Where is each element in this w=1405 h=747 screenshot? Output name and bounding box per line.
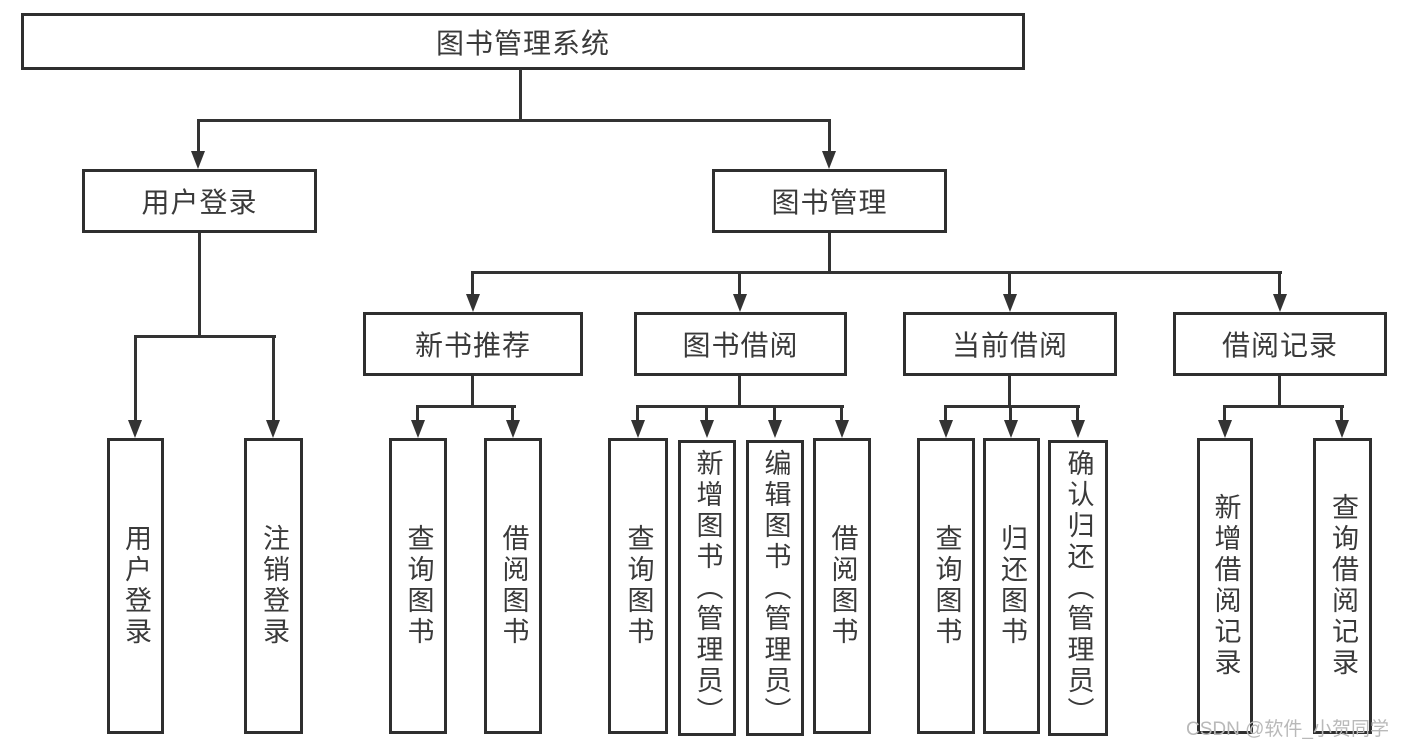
arrow-down-icon xyxy=(191,151,205,169)
arrow-down-icon xyxy=(1335,420,1349,438)
connector-g2-hline xyxy=(636,405,844,408)
node-label: 图书管理 xyxy=(771,187,888,218)
arrow-down-icon xyxy=(1004,420,1018,438)
node-label: 图书借阅 xyxy=(682,330,799,361)
connector-g2-vline xyxy=(738,376,741,407)
connector-stem-book-mgmt xyxy=(828,119,831,153)
connector-g2-stem3 xyxy=(773,405,776,422)
leaf-cb-query-books: 查询图书 xyxy=(917,438,975,734)
arrow-down-icon xyxy=(266,420,280,438)
node-book-borrow: 图书借阅 xyxy=(634,312,847,376)
connector-bookmgmt-vline xyxy=(828,233,831,274)
leaf-cb-confirm-return-admin: 确认归还（管理员） xyxy=(1048,440,1108,736)
arrow-down-icon xyxy=(631,420,645,438)
leaf-label: 归还图书 xyxy=(997,524,1027,648)
node-label: 图书管理系统 xyxy=(435,27,610,59)
connector-g1-vline xyxy=(471,376,474,407)
arrow-down-icon xyxy=(768,420,782,438)
leaf-br-add-record: 新增借阅记录 xyxy=(1197,438,1253,734)
node-new-book-rec: 新书推荐 xyxy=(363,312,583,376)
arrow-down-icon xyxy=(466,294,480,312)
node-borrow-records: 借阅记录 xyxy=(1173,312,1387,376)
connector-g2-stem2 xyxy=(705,405,708,422)
connector-g2-stem1 xyxy=(636,405,639,422)
connector-g1-hline xyxy=(416,405,516,408)
connector-g1-stem2 xyxy=(511,405,514,422)
leaf-label: 注销登录 xyxy=(259,524,289,648)
connector-stem-leaf-login xyxy=(134,335,137,421)
leaf-label: 借阅图书 xyxy=(827,524,858,648)
arrow-down-icon xyxy=(822,151,836,169)
arrow-down-icon xyxy=(128,420,142,438)
connector-stem-user-login xyxy=(197,119,200,153)
connector-stem-current-borrow xyxy=(1008,271,1011,297)
connector-root-hline xyxy=(197,119,831,122)
arrow-down-icon xyxy=(700,420,714,438)
leaf-label: 新增图书（管理员） xyxy=(692,448,723,728)
connector-bookmgmt-hline xyxy=(472,271,1282,274)
connector-g4-stem2 xyxy=(1340,405,1343,422)
connector-g3-hline xyxy=(944,405,1080,408)
node-root: 图书管理系统 xyxy=(21,13,1025,70)
node-label: 借阅记录 xyxy=(1221,330,1338,361)
connector-g3-vline xyxy=(1008,376,1011,407)
leaf-logout: 注销登录 xyxy=(244,438,303,734)
connector-stem-new-rec xyxy=(471,271,474,297)
leaf-label: 查询图书 xyxy=(623,524,654,648)
arrow-down-icon xyxy=(835,420,849,438)
connector-root-vline xyxy=(519,69,522,121)
arrow-down-icon xyxy=(506,420,520,438)
leaf-label: 确认归还（管理员） xyxy=(1063,448,1094,728)
connector-userlogin-vline xyxy=(198,233,201,338)
leaf-bb-query-books: 查询图书 xyxy=(608,438,668,734)
connector-g4-stem1 xyxy=(1223,405,1226,422)
arrow-down-icon xyxy=(939,420,953,438)
node-label: 新书推荐 xyxy=(414,330,531,361)
connector-g3-stem3 xyxy=(1076,405,1079,422)
leaf-label: 查询图书 xyxy=(931,524,962,648)
connector-stem-book-borrow xyxy=(738,271,741,297)
leaf-bb-add-books-admin: 新增图书（管理员） xyxy=(678,440,736,736)
leaf-label: 借阅图书 xyxy=(498,524,529,648)
connector-stem-leaf-logout xyxy=(272,335,275,421)
leaf-cb-return-books: 归还图书 xyxy=(983,438,1040,734)
connector-g1-stem1 xyxy=(416,405,419,422)
leaf-bb-edit-books-admin: 编辑图书（管理员） xyxy=(746,440,804,736)
node-book-mgmt: 图书管理 xyxy=(712,169,947,233)
arrow-down-icon xyxy=(1218,420,1232,438)
node-label: 用户登录 xyxy=(141,187,258,218)
connector-g3-stem1 xyxy=(944,405,947,422)
leaf-rec-query-books: 查询图书 xyxy=(389,438,447,734)
leaf-br-query-record: 查询借阅记录 xyxy=(1313,438,1372,734)
connector-g4-hline xyxy=(1223,405,1344,408)
leaf-label: 查询图书 xyxy=(403,524,434,648)
leaf-user-login: 用户登录 xyxy=(107,438,164,734)
connector-stem-borrow-records xyxy=(1278,271,1281,297)
arrow-down-icon xyxy=(1273,294,1287,312)
watermark-text: CSDN @软件_小贺同学 xyxy=(1186,719,1389,740)
connector-g4-vline xyxy=(1278,376,1281,407)
leaf-label: 编辑图书（管理员） xyxy=(760,448,791,728)
node-label: 当前借阅 xyxy=(951,330,1068,361)
arrow-down-icon xyxy=(1071,420,1085,438)
node-user-login: 用户登录 xyxy=(82,169,317,233)
arrow-down-icon xyxy=(1003,294,1017,312)
arrow-down-icon xyxy=(733,294,747,312)
connector-g3-stem2 xyxy=(1009,405,1012,422)
leaf-rec-borrow-books: 借阅图书 xyxy=(484,438,542,734)
leaf-label: 用户登录 xyxy=(121,524,151,648)
node-current-borrow: 当前借阅 xyxy=(903,312,1117,376)
connector-userlogin-hline xyxy=(134,335,276,338)
leaf-label: 新增借阅记录 xyxy=(1210,493,1241,679)
arrow-down-icon xyxy=(411,420,425,438)
leaf-bb-borrow-books: 借阅图书 xyxy=(813,438,871,734)
leaf-label: 查询借阅记录 xyxy=(1328,493,1358,679)
connector-g2-stem4 xyxy=(840,405,843,422)
